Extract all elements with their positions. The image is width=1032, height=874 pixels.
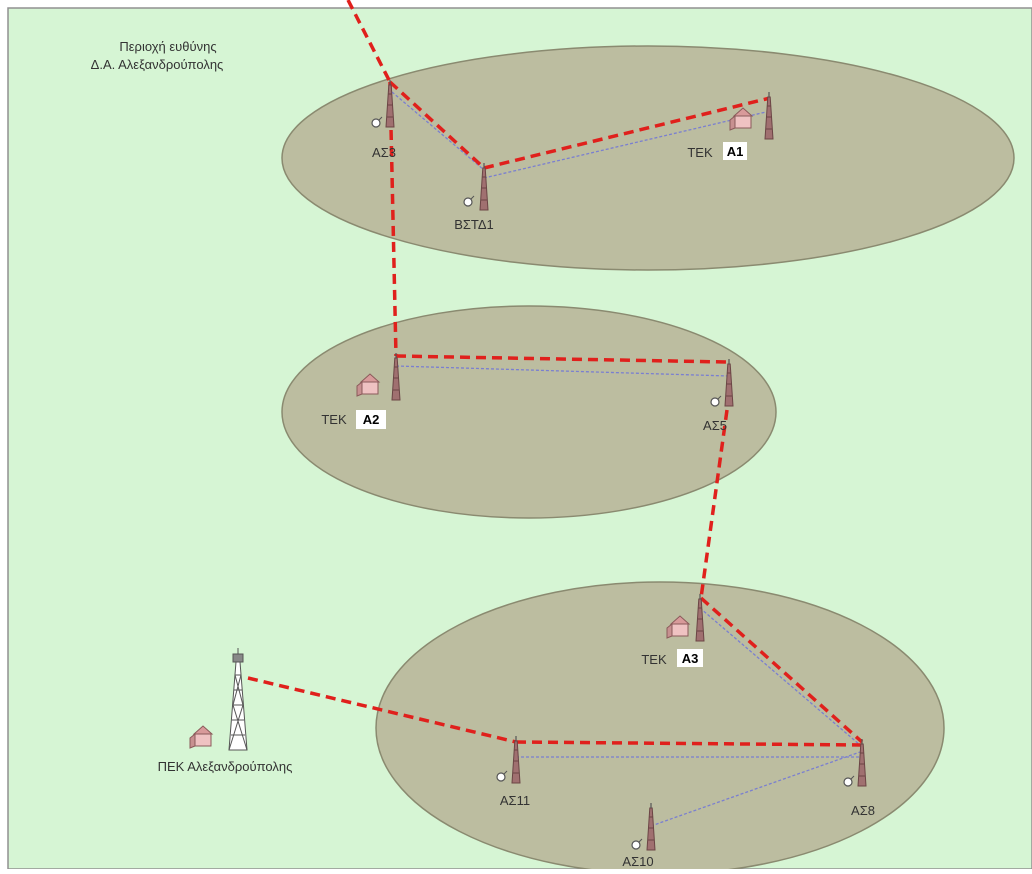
site-label-tek-a1-code: Α1 <box>727 144 744 159</box>
site-label-as10: ΑΣ10 <box>622 854 653 869</box>
site-label-as8: ΑΣ8 <box>851 803 875 818</box>
site-label-tek-a3-prefix: ΤΕΚ <box>641 652 667 667</box>
site-label-tek-a2-prefix: ΤΕΚ <box>321 412 347 427</box>
site-label-as5: ΑΣ5 <box>703 418 727 433</box>
local-links <box>391 91 861 827</box>
zone-a3 <box>375 581 945 874</box>
site-label-tek-a1-prefix: ΤΕΚ <box>687 145 713 160</box>
code-badge-a3 <box>677 649 703 667</box>
site-label-pek: ΠΕΚ Αλεξανδρούπολης <box>158 759 293 774</box>
code-badge-a2 <box>356 410 386 429</box>
code-badge-a1 <box>723 142 747 160</box>
site-label-tek-a2-code: Α2 <box>363 412 380 427</box>
backbone-links <box>247 0 864 747</box>
lattice-tower-icon <box>228 648 248 751</box>
site-label-as11: ΑΣ11 <box>500 793 530 808</box>
area-label-line2: Δ.Α. Αλεξανδρούπολης <box>91 57 224 72</box>
site-label-as3: ΑΣ3 <box>372 145 396 160</box>
site-label-tek-a3-code: Α3 <box>682 651 699 666</box>
site-label-vstd1: ΒΣΤΔ1 <box>454 217 494 232</box>
zone-a1 <box>281 45 1015 271</box>
area-label-line1: Περιοχή ευθύνης <box>119 39 216 54</box>
